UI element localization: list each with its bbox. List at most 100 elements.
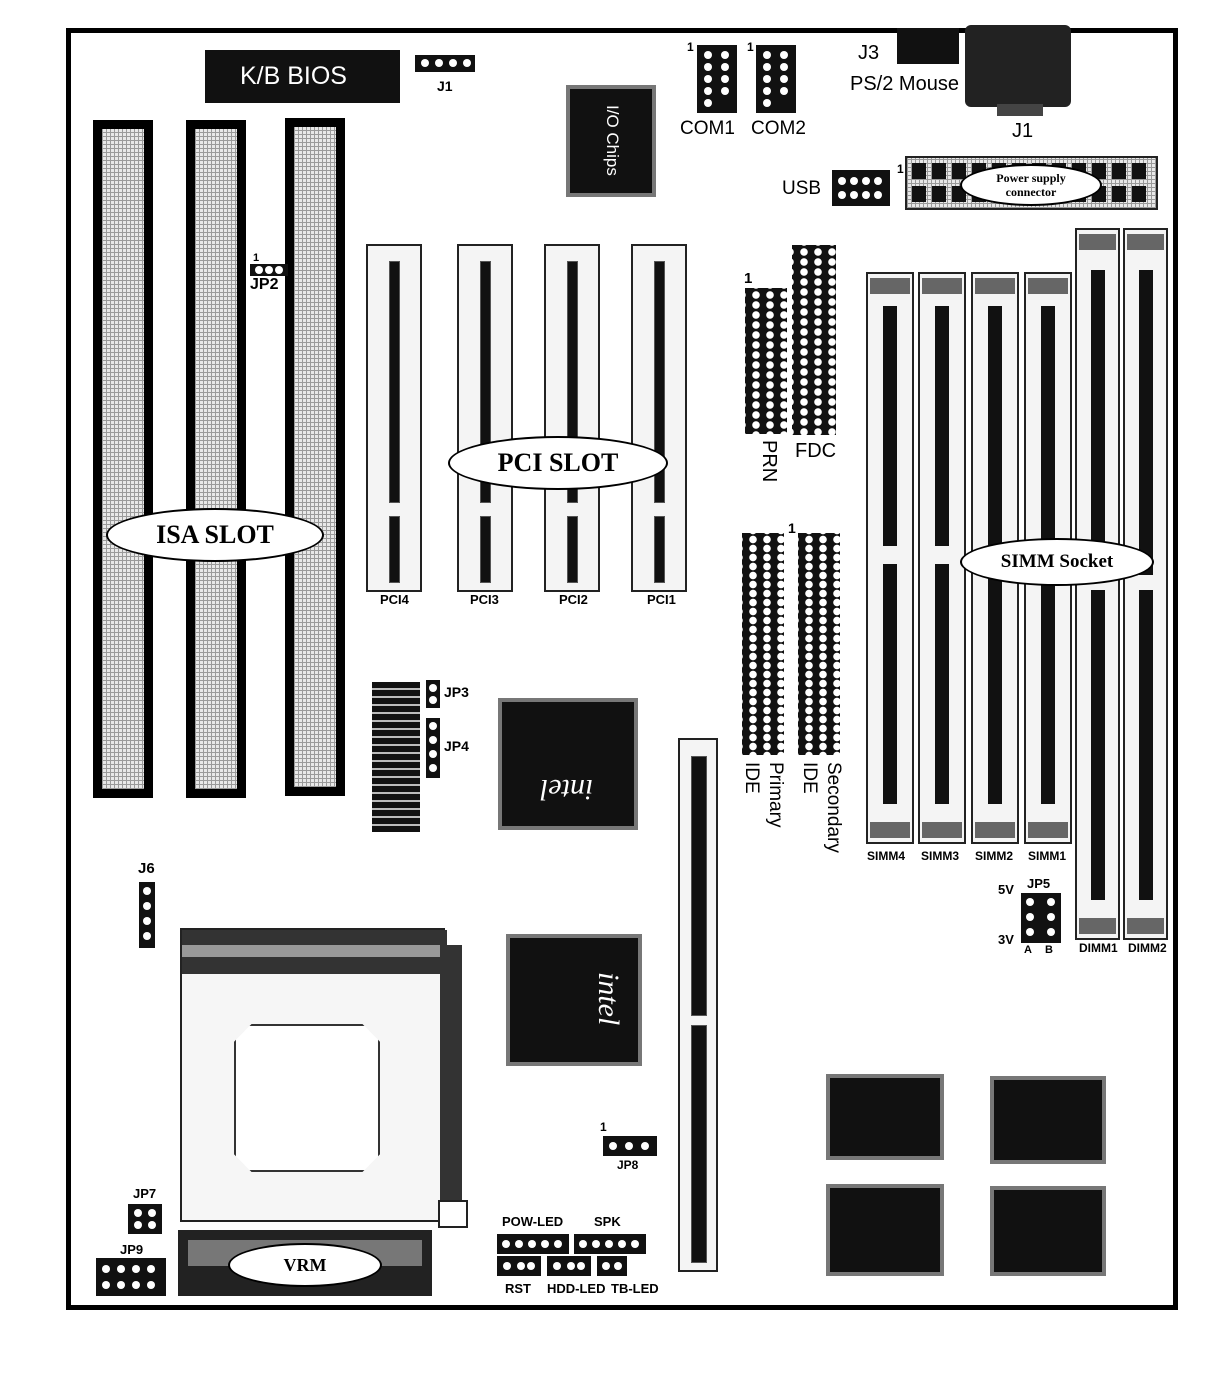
com2-pin: 1: [747, 40, 754, 54]
ide-primary-label-b: Primary: [765, 762, 786, 828]
j6-label: J6: [138, 860, 155, 877]
jp2-header: [250, 264, 288, 276]
usb-header: [832, 170, 890, 206]
cpu-socket-lever-arm: [440, 945, 462, 1205]
dimm1-label: DIMM1: [1079, 941, 1118, 955]
jp7-label: JP7: [133, 1186, 157, 1201]
com1-pin: 1: [687, 40, 694, 54]
j6-header: [139, 882, 155, 948]
isa-slot-3: [285, 118, 345, 796]
vrm-oval: VRM: [228, 1243, 382, 1287]
ps2-mouse-connector-base: [997, 104, 1043, 116]
jp5-label: JP5: [1027, 876, 1051, 891]
io-chips: [566, 85, 656, 197]
intel-chip-1: [498, 698, 638, 830]
dimm-socket-2: [1123, 228, 1168, 940]
ide-secondary-label-b: Secondary: [823, 762, 844, 853]
tb-led-header: [597, 1256, 627, 1276]
pci-slot-label: PCI SLOT: [497, 448, 619, 477]
cpu-socket-lever-tip: [438, 1200, 468, 1228]
simm-socket-3: [918, 272, 966, 844]
intel-chip-1-label: intel: [540, 773, 594, 806]
jp2-pin: 1: [253, 252, 260, 264]
ide-pin: 1: [788, 520, 796, 536]
ps2-mouse-label: PS/2 Mouse: [850, 73, 959, 96]
intel-chip-2: [506, 934, 642, 1066]
pci3-label: PCI3: [470, 592, 499, 607]
chipset-chip-1: [826, 1074, 944, 1160]
simm4-label: SIMM4: [867, 849, 906, 863]
jp5-header: [1021, 893, 1061, 943]
jp5-3v-label: 3V: [998, 932, 1014, 947]
j1-header: [415, 55, 475, 72]
vrm-label: VRM: [283, 1254, 327, 1275]
pow-led-header: [497, 1234, 569, 1254]
fdc-label: FDC: [795, 440, 837, 462]
jp7-header: [128, 1204, 162, 1234]
j1-mouse-label: J1: [1012, 120, 1034, 142]
simm1-label: SIMM1: [1028, 849, 1067, 863]
hdd-led-label: HDD-LED: [547, 1281, 606, 1296]
ide-secondary-label-a: IDE: [799, 762, 820, 794]
intel-chip-2-label: intel: [592, 972, 625, 1026]
simm2-label: SIMM2: [975, 849, 1014, 863]
pci-slot-2: [544, 244, 600, 592]
prn-pin: 1: [744, 270, 753, 287]
com2-header: [756, 45, 796, 113]
pow-led-label: POW-LED: [502, 1214, 564, 1229]
power-supply-label: Power supply: [996, 171, 1066, 185]
jp3-label: JP3: [444, 684, 469, 700]
com2-label: COM2: [751, 118, 806, 139]
power-supply-connector-label: connector: [1005, 185, 1057, 199]
power-supply-oval: Power supply connector: [960, 164, 1102, 206]
pci-slot-oval: PCI SLOT: [448, 436, 668, 490]
usb-pin: 1: [897, 162, 904, 176]
isa-slot-1: [93, 120, 153, 798]
pci1-label: PCI1: [647, 592, 676, 607]
spk-label: SPK: [594, 1214, 621, 1229]
jp8-label: JP8: [617, 1158, 639, 1172]
ps2-mouse-connector: [965, 25, 1071, 107]
prn-header: [745, 288, 787, 434]
kb-bios-label: K/B BIOS: [240, 62, 347, 90]
pci-slot-4: [366, 244, 422, 592]
jp5-b-label: B: [1045, 944, 1053, 956]
pci-slot-3: [457, 244, 513, 592]
kb-bios-chip: [205, 50, 400, 103]
j1-label: J1: [437, 78, 453, 94]
jp5-a-label: A: [1024, 944, 1032, 956]
jp5-5v-label: 5V: [998, 882, 1014, 897]
cpu-socket-center: [234, 1024, 380, 1172]
pci2-label: PCI2: [559, 592, 588, 607]
prn-label: PRN: [758, 440, 780, 483]
io-chips-label: I/O Chips: [603, 105, 622, 176]
tb-led-label: TB-LED: [611, 1281, 659, 1296]
chipset-chip-2: [990, 1076, 1106, 1164]
jp4-label: JP4: [444, 738, 469, 754]
usb-label: USB: [782, 178, 822, 199]
spk-header: [574, 1234, 646, 1254]
com1-header: [697, 45, 737, 113]
chipset-chip-3: [826, 1184, 944, 1276]
rst-header: [497, 1256, 541, 1276]
simm-socket-4: [866, 272, 914, 844]
pci4-label: PCI4: [380, 592, 409, 607]
jp9-label: JP9: [120, 1242, 144, 1257]
simm3-label: SIMM3: [921, 849, 960, 863]
jp8-header: [603, 1136, 657, 1156]
isa-slot-oval: ISA SLOT: [106, 508, 324, 562]
simm-socket-label: SIMM Socket: [1000, 551, 1114, 572]
fdc-header: [792, 245, 836, 435]
ide-primary-label-a: IDE: [741, 762, 762, 794]
chipset-chip-4: [990, 1186, 1106, 1276]
isa-slot-label: ISA SLOT: [156, 520, 274, 549]
jp3-header: [426, 680, 440, 708]
jp8-pin: 1: [600, 1120, 607, 1134]
ide-secondary-header: [798, 533, 840, 755]
j3-connector: [897, 28, 959, 64]
hdd-led-header: [547, 1256, 591, 1276]
j3-label: J3: [858, 42, 880, 64]
jp2-label: JP2: [250, 276, 279, 294]
isa-slot-2: [186, 120, 246, 798]
simm-socket-oval: SIMM Socket: [960, 538, 1154, 586]
